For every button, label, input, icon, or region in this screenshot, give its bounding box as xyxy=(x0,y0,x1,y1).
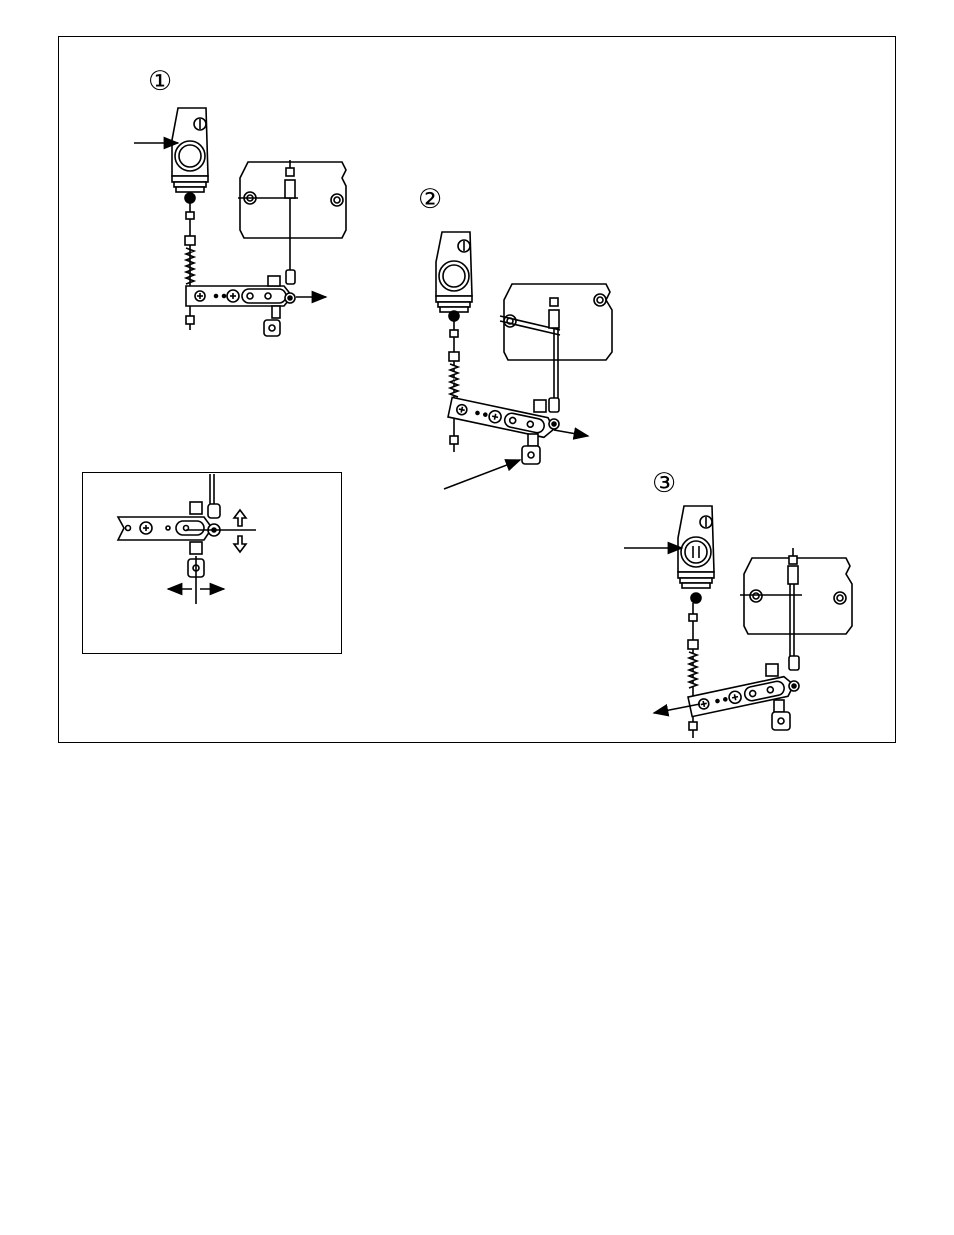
assembly-1 xyxy=(134,108,346,336)
inset-detail xyxy=(118,474,256,604)
lever-head-1 xyxy=(172,108,208,203)
down-arrow-icon xyxy=(234,536,246,552)
up-arrow-icon xyxy=(234,510,246,526)
arrow-2-right xyxy=(554,430,588,436)
step-2-label: ② xyxy=(418,184,442,215)
step-3-label: ③ xyxy=(652,468,676,499)
spring-2 xyxy=(450,364,458,397)
step-1-label: ① xyxy=(148,66,172,97)
arrow-2-clamp xyxy=(444,460,520,489)
assembly-3 xyxy=(624,506,852,738)
assembly-2 xyxy=(436,232,612,489)
